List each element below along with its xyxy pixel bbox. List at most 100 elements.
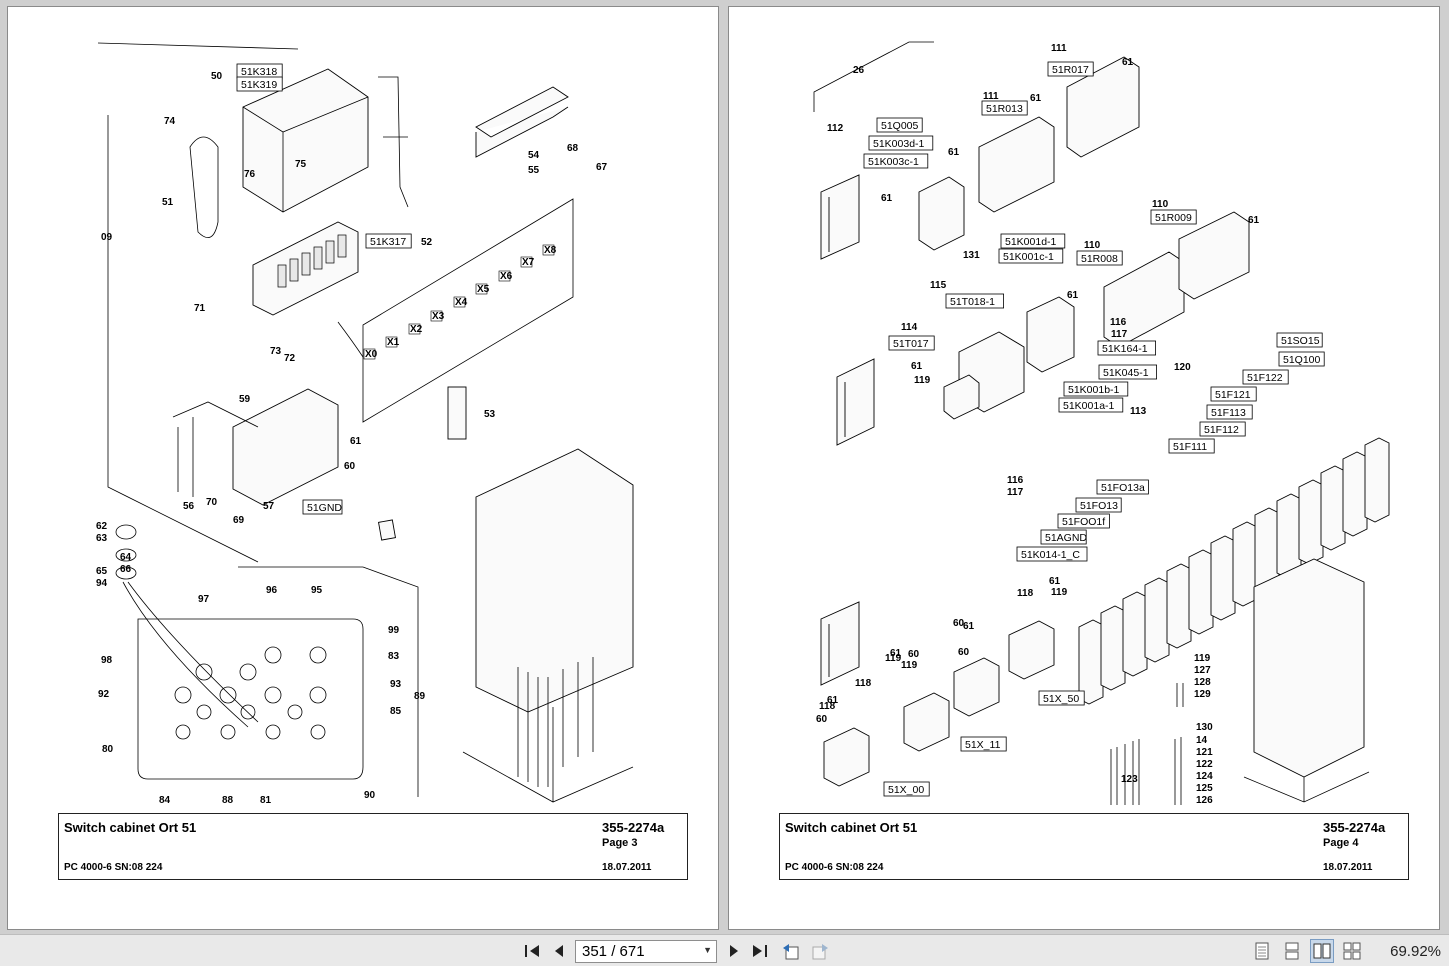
last-page-button[interactable] bbox=[748, 939, 772, 963]
lower-terminal-groups bbox=[823, 620, 1055, 787]
callout-97: 97 bbox=[198, 594, 210, 605]
component-tag-51k164-1-frame bbox=[1097, 340, 1156, 356]
component-tag-51gnd-frame bbox=[302, 499, 343, 515]
callout-119: 119 bbox=[901, 660, 918, 671]
component-tag-51f122-frame bbox=[1242, 369, 1289, 385]
title-block-page-4: Switch cabinet Ort 51 355-2274a Page 4 P… bbox=[779, 813, 1409, 880]
terminal-group bbox=[823, 727, 870, 787]
component-tag-51k164-1: 51K164-1 bbox=[1102, 343, 1148, 355]
component-tag-51f122: 51F122 bbox=[1247, 372, 1283, 384]
callout-89: 89 bbox=[414, 691, 426, 702]
terminal-frame-x0 bbox=[363, 348, 376, 360]
callout-09: 09 bbox=[101, 232, 113, 243]
component-tag-51k001c-1: 51K001c-1 bbox=[1003, 251, 1054, 263]
previous-page-button[interactable] bbox=[547, 939, 571, 963]
callout-81: 81 bbox=[260, 795, 272, 806]
component-tag-51f112-frame bbox=[1199, 421, 1246, 437]
callout-62: 62 bbox=[96, 521, 108, 532]
callout-122: 122 bbox=[1196, 759, 1213, 770]
back-view-icon bbox=[783, 944, 799, 960]
forward-view-icon bbox=[812, 944, 828, 960]
component-tag-51k001a-1: 51K001a-1 bbox=[1063, 400, 1115, 412]
fuse-terminal bbox=[1342, 451, 1368, 537]
component-tag-51fo13a-frame bbox=[1096, 479, 1149, 495]
callout-14: 14 bbox=[1196, 735, 1208, 746]
callout-70: 70 bbox=[206, 497, 218, 508]
callout-60: 60 bbox=[908, 649, 920, 660]
component-tag-51t017-frame bbox=[888, 335, 935, 351]
go-forward-view-button[interactable] bbox=[808, 939, 832, 963]
callout-55: 55 bbox=[528, 165, 540, 176]
fuse-terminal bbox=[1298, 479, 1324, 565]
callout-66: 66 bbox=[120, 564, 132, 575]
two-page-continuous-button[interactable] bbox=[1340, 939, 1364, 963]
callout-60: 60 bbox=[958, 647, 970, 658]
component-tag-51foo1f-frame bbox=[1057, 513, 1110, 529]
first-page-button[interactable] bbox=[520, 939, 544, 963]
component-tag-51x-00: 51X_00 bbox=[888, 784, 924, 796]
skip-forward-icon bbox=[753, 945, 767, 957]
component-tag-51x-50: 51X_50 bbox=[1043, 693, 1079, 705]
callout-73: 73 bbox=[270, 346, 282, 357]
skip-back-icon bbox=[525, 945, 539, 957]
callout-118: 118 bbox=[1017, 588, 1034, 599]
callout-110: 110 bbox=[1152, 199, 1169, 210]
fuse-terminal bbox=[1122, 591, 1148, 677]
two-page-view-button[interactable] bbox=[1310, 939, 1334, 963]
drawing-date: 18.07.2011 bbox=[1323, 862, 1373, 873]
component-tag-51agnd: 51AGND bbox=[1045, 532, 1087, 544]
terminal-frame-x1 bbox=[385, 336, 398, 348]
page-label: Page 3 bbox=[602, 837, 638, 849]
two-page-icon bbox=[1313, 943, 1331, 959]
drawing-title: Switch cabinet Ort 51 bbox=[785, 820, 918, 835]
terminal-frame-x2 bbox=[408, 323, 421, 335]
component-tag-51agnd-frame bbox=[1040, 529, 1087, 545]
callout-61: 61 bbox=[948, 147, 960, 158]
continuous-view-button[interactable] bbox=[1280, 939, 1304, 963]
callout-117: 117 bbox=[1007, 487, 1024, 498]
component-tag-51k317-frame bbox=[365, 233, 412, 249]
single-page-view-button[interactable] bbox=[1250, 939, 1274, 963]
mini-cabinet-cables bbox=[517, 657, 594, 787]
callout-69: 69 bbox=[233, 515, 245, 526]
component-tag-51x-50-frame bbox=[1038, 690, 1085, 706]
component-tag-51gnd: 51GND bbox=[307, 502, 342, 514]
callout-54: 54 bbox=[528, 150, 540, 161]
callout-127: 127 bbox=[1194, 665, 1211, 676]
title-block-page-3: Switch cabinet Ort 51 355-2274a Page 3 P… bbox=[58, 813, 688, 880]
callout-60: 60 bbox=[953, 618, 965, 629]
zoom-level[interactable]: 69.92% bbox=[1390, 943, 1441, 960]
callout-119: 119 bbox=[885, 653, 902, 664]
page-number-select[interactable]: 351 / 671 ▼ bbox=[575, 940, 717, 963]
callout-74: 74 bbox=[164, 116, 176, 127]
callout-63: 63 bbox=[96, 533, 108, 544]
callout-126: 126 bbox=[1196, 795, 1213, 806]
component-tag-51k014-1-c-frame bbox=[1016, 546, 1088, 562]
go-back-view-button[interactable] bbox=[779, 939, 803, 963]
triangle-right-icon bbox=[730, 945, 738, 957]
terminal-x4: X4 bbox=[455, 297, 468, 308]
next-page-button[interactable] bbox=[722, 939, 746, 963]
callout-130: 130 bbox=[1196, 722, 1213, 733]
model-serial: PC 4000-6 SN:08 224 bbox=[64, 862, 163, 873]
plate-holes bbox=[174, 646, 327, 740]
callout-128: 128 bbox=[1194, 677, 1211, 688]
component-tag-51f121: 51F121 bbox=[1215, 389, 1251, 401]
callout-131: 131 bbox=[963, 250, 980, 261]
component-tag-51t018-1: 51T018-1 bbox=[950, 296, 995, 308]
callout-124: 124 bbox=[1196, 771, 1213, 782]
component-tag-51q005-frame bbox=[876, 117, 923, 133]
callout-64: 64 bbox=[120, 552, 132, 563]
callout-61: 61 bbox=[1030, 93, 1042, 104]
callout-118: 118 bbox=[855, 678, 872, 689]
terminal-group bbox=[903, 692, 950, 752]
component-tag-51t018-1-frame bbox=[945, 293, 1004, 309]
callout-112: 112 bbox=[827, 123, 844, 134]
terminal-frame-x8 bbox=[542, 244, 555, 256]
callout-57: 57 bbox=[263, 501, 275, 512]
callout-119: 119 bbox=[1194, 653, 1211, 664]
component-tag-51q005: 51Q005 bbox=[881, 120, 919, 132]
